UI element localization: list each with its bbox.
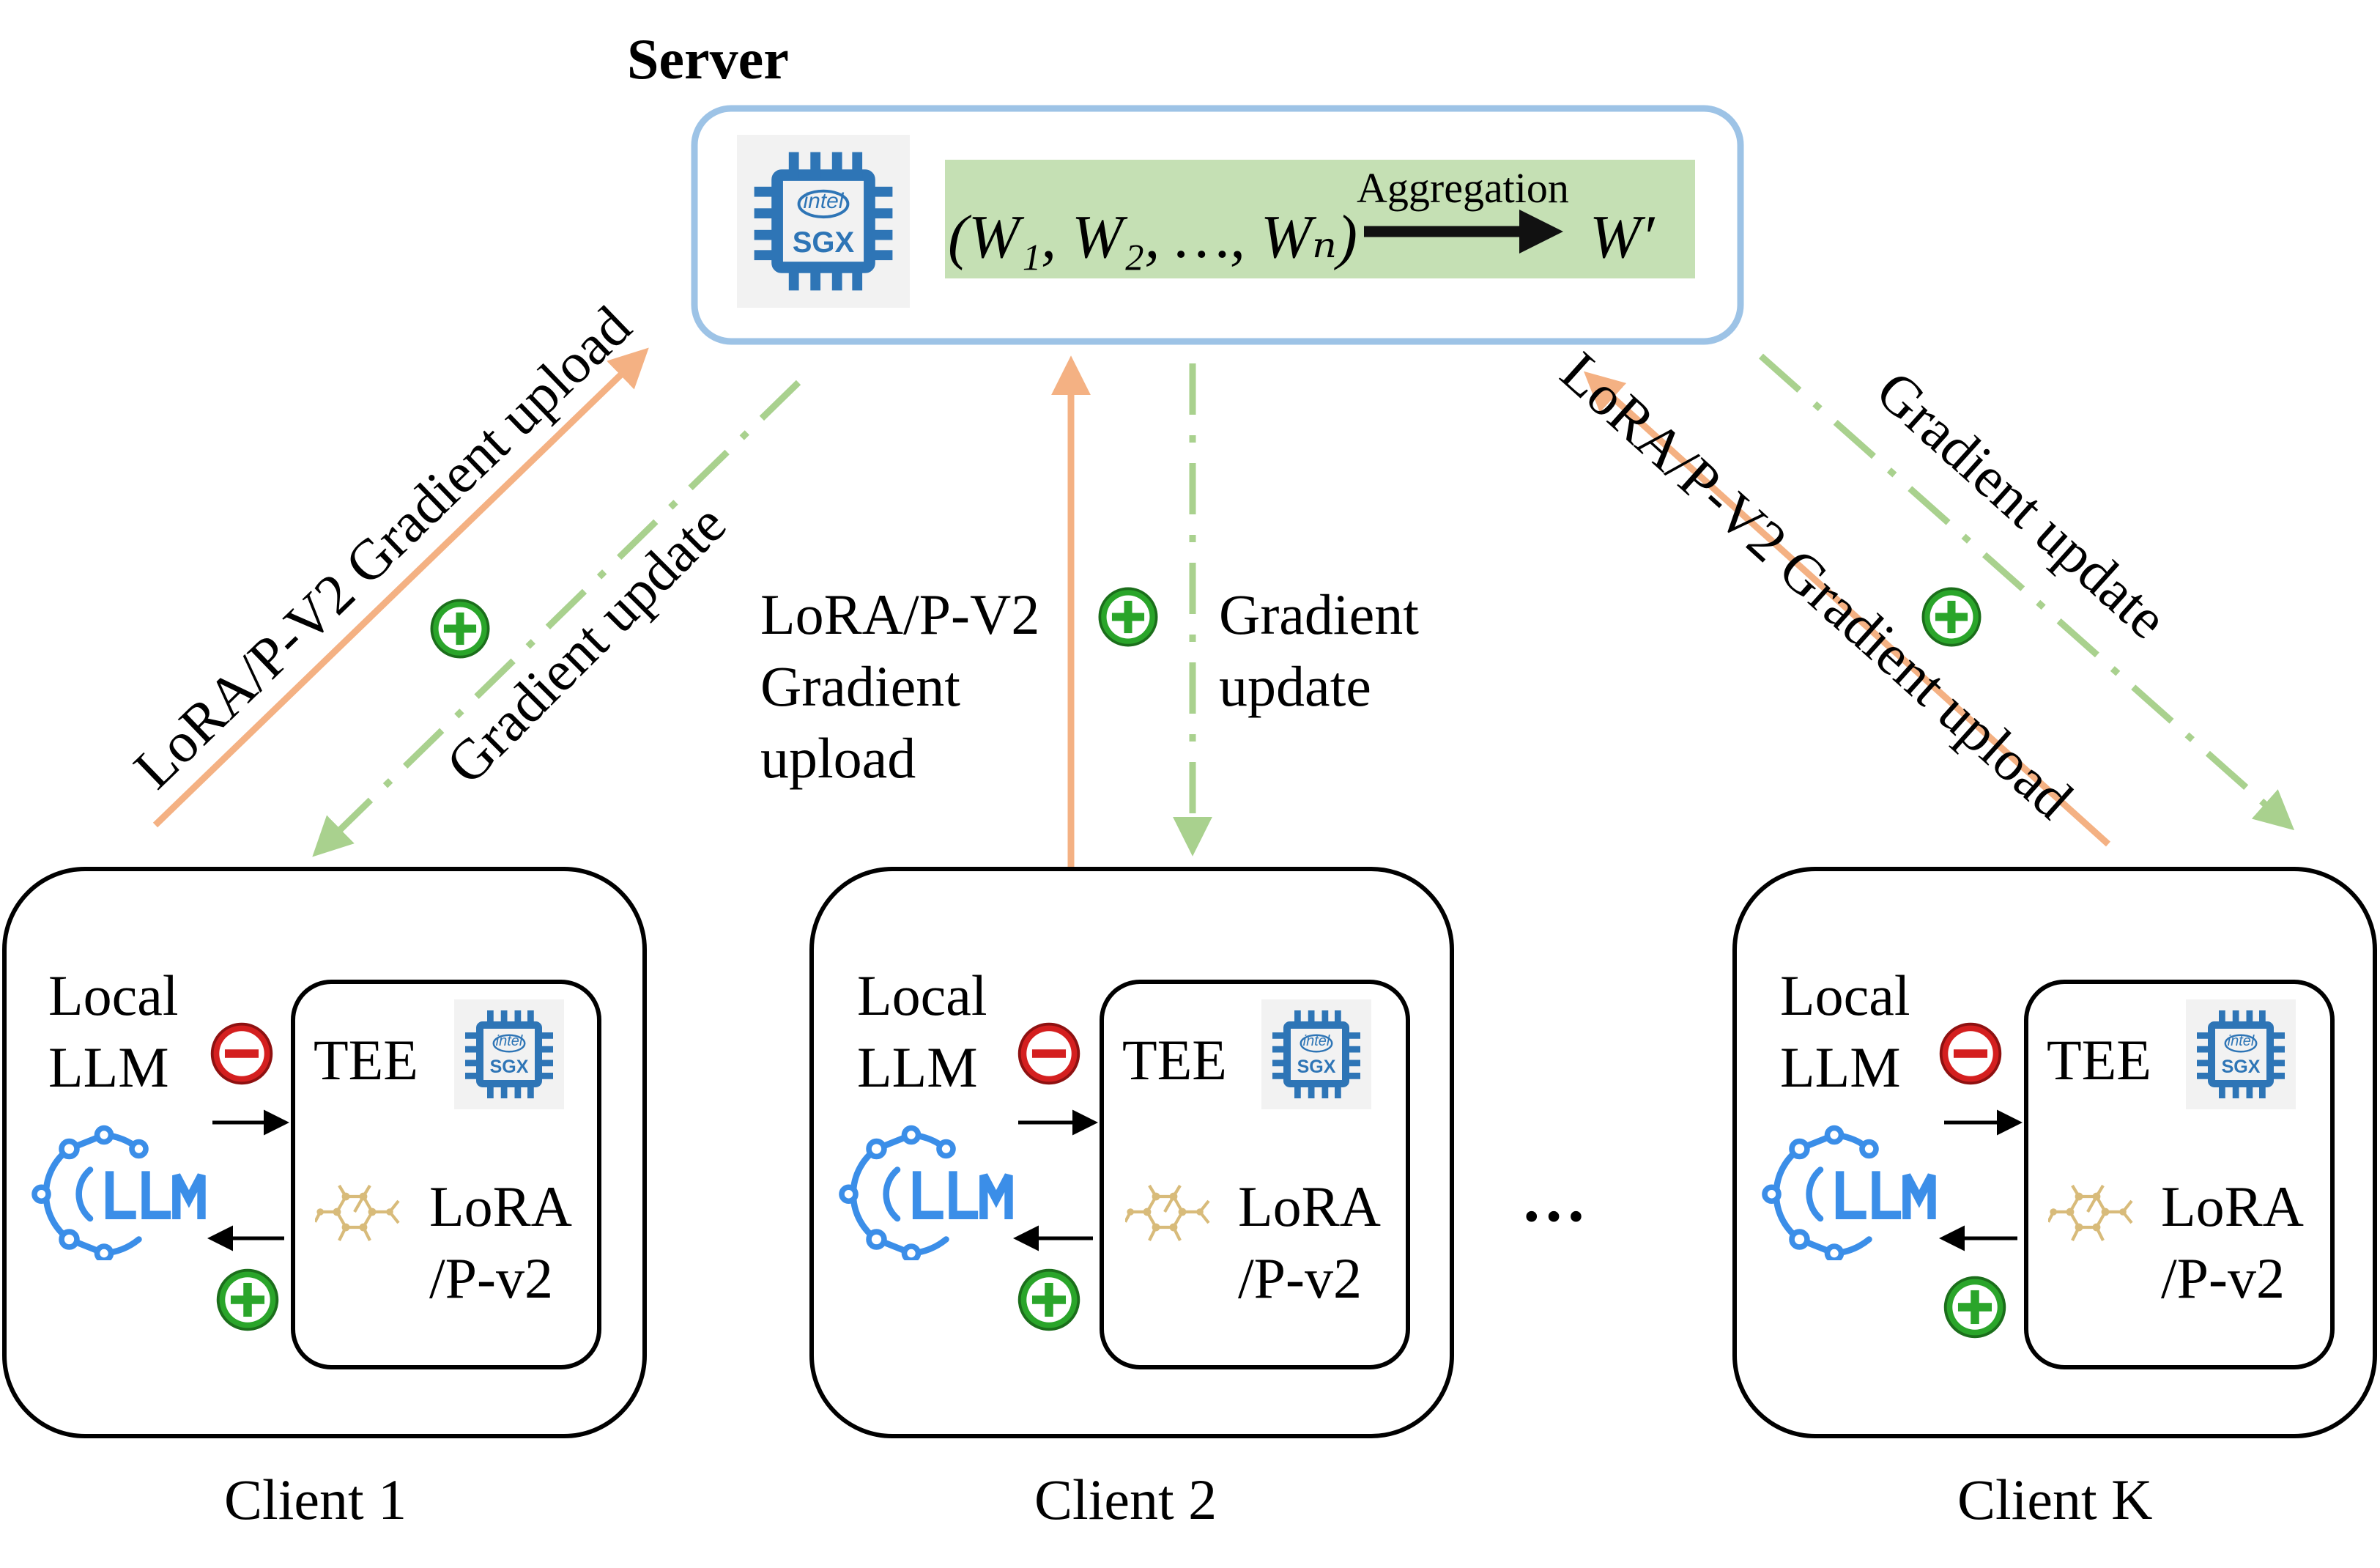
client-k-chip-label: SGX: [2222, 1057, 2261, 1077]
client-k-local-llm-label: Local LLM: [1780, 964, 1910, 1099]
client-k-plus-icon: [1943, 1276, 2006, 1339]
server-chip-brand: intel: [803, 189, 844, 213]
right-upload-arrow: [1583, 371, 2111, 847]
client-2-tee-label: TEE: [1122, 1028, 1227, 1092]
client-2-minus-icon: [1017, 1022, 1080, 1085]
left-link-plus-icon: [430, 599, 490, 659]
client-2-box: [809, 867, 1454, 1438]
mid-link-plus-icon: [1098, 587, 1158, 647]
more-clients-ellipsis: …: [1521, 1163, 1590, 1235]
client-1-tee-label: TEE: [314, 1028, 418, 1092]
client-2-local-llm-label: Local LLM: [857, 964, 987, 1099]
left-update-arrow: [312, 380, 801, 857]
client-1-plus-icon: [216, 1268, 279, 1331]
right-link-plus-icon: [1921, 587, 1982, 647]
mid-upload-label: LoRA/P-V2 Gradient upload: [760, 583, 1040, 790]
client-1-chip-brand: intel: [496, 1033, 523, 1049]
client-2-chip-label: SGX: [1297, 1057, 1336, 1077]
client-1-intel-sgx-chip-icon: [454, 999, 564, 1109]
aggregation-label: Aggregation: [1357, 164, 1569, 212]
client-1-box: [2, 867, 647, 1438]
client-k-tee-label: TEE: [2047, 1028, 2151, 1092]
client-2-intel-sgx-chip-icon: [1261, 999, 1371, 1109]
client-1-minus-icon: [210, 1022, 273, 1085]
client-2-module-label: LoRA /P-v2: [1238, 1175, 1381, 1310]
client-k-chip-brand: intel: [2228, 1033, 2255, 1049]
left-upload-arrow: [152, 347, 649, 828]
client-k-name: Client K: [1957, 1468, 2153, 1531]
client-k-module-label: LoRA /P-v2: [2161, 1175, 2304, 1310]
mid-update-label: Gradient update: [1219, 583, 1419, 718]
client-1-name: Client 1: [224, 1468, 407, 1531]
client-1-chip-label: SGX: [490, 1057, 529, 1077]
client-k-intel-sgx-chip-icon: [2186, 999, 2296, 1109]
formula-aggregated-weight: W′: [1590, 203, 1655, 271]
client-1-module-label: LoRA /P-v2: [429, 1175, 572, 1310]
client-2-chip-brand: intel: [1303, 1033, 1330, 1049]
server-title: Server: [627, 27, 789, 91]
client-2-name: Client 2: [1034, 1468, 1217, 1531]
aggregation-formula-box: [945, 160, 1695, 278]
client-k-minus-icon: [1939, 1022, 2002, 1085]
client-2-plus-icon: [1017, 1268, 1080, 1331]
client-1-local-llm-label: Local LLM: [48, 964, 179, 1099]
server-intel-sgx-chip-icon: [737, 135, 910, 308]
formula-weights: (W₁, W₂, …, Wₙ): [948, 203, 1358, 271]
right-update-arrow: [1759, 353, 2295, 831]
client-k-box: [1732, 867, 2377, 1438]
server-chip-label: SGX: [793, 226, 855, 259]
